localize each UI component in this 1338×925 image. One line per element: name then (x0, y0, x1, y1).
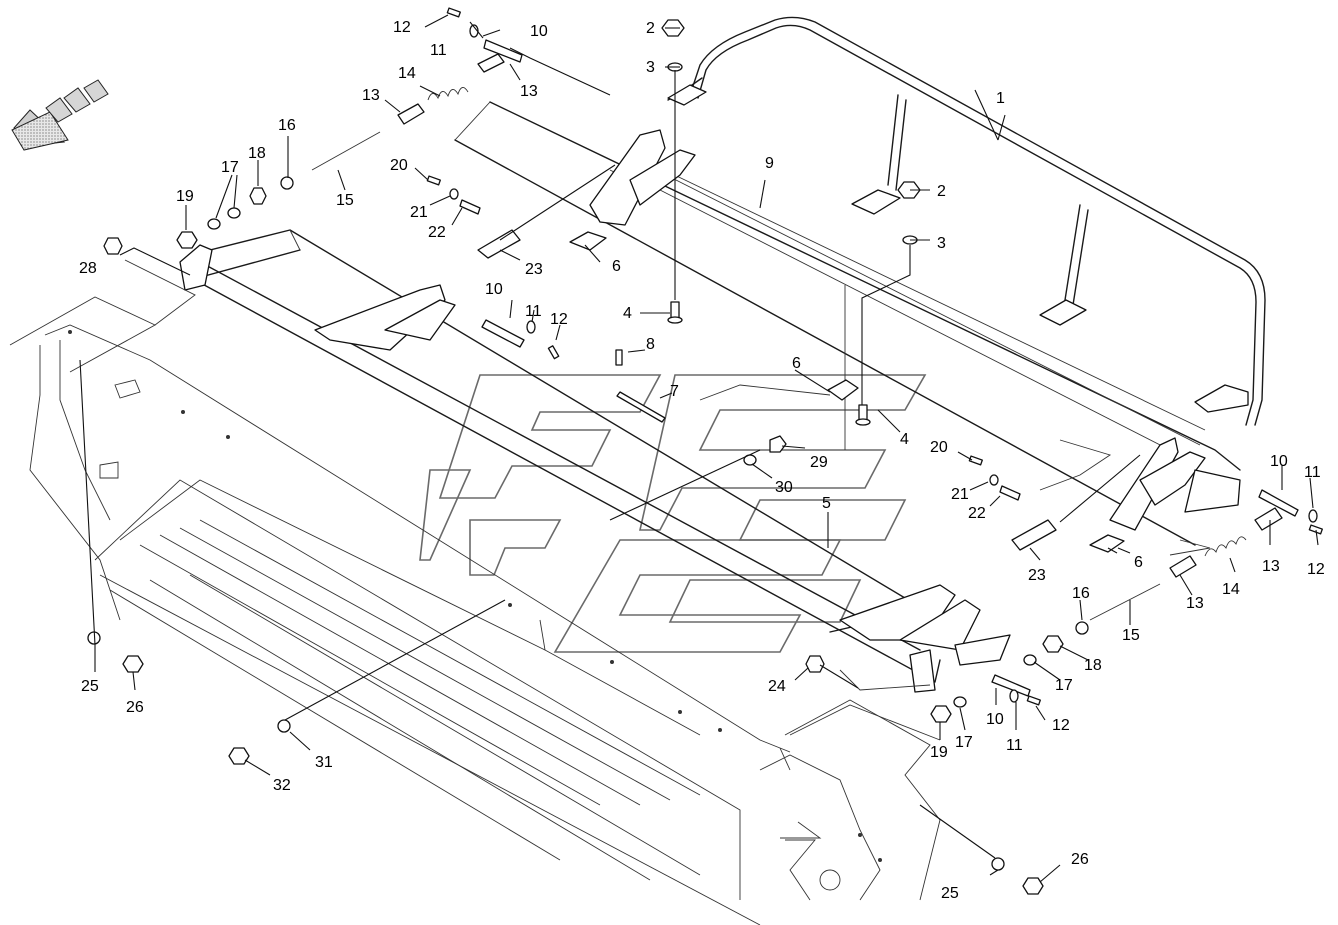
callout-13: 13 (362, 87, 380, 104)
callout-23: 23 (1028, 567, 1046, 584)
callout-12: 12 (1052, 717, 1070, 734)
guard-rail (667, 16, 1266, 426)
callout-6: 6 (1134, 554, 1143, 571)
callout-10: 10 (1270, 453, 1288, 470)
callout-26: 26 (1071, 851, 1089, 868)
callout-labels: 1 2 2 3 3 4 4 5 6 6 6 7 8 9 10 10 10 10 … (79, 19, 1325, 902)
lower-plate-outlines (124, 259, 1211, 741)
callout-14: 14 (398, 65, 416, 82)
callout-12: 12 (393, 19, 411, 36)
callout-3: 3 (937, 235, 946, 252)
callout-11: 11 (1006, 737, 1023, 754)
callout-13: 13 (520, 83, 538, 100)
callout-12: 12 (550, 311, 568, 328)
callout-9: 9 (765, 155, 774, 172)
callout-25: 25 (81, 678, 99, 695)
callout-2: 2 (646, 20, 655, 37)
callout-31: 31 (315, 754, 333, 771)
callout-20: 20 (390, 157, 408, 174)
callout-1: 1 (996, 90, 1005, 107)
callout-30: 30 (775, 479, 793, 496)
callout-24: 24 (768, 678, 786, 695)
callout-17: 17 (221, 159, 239, 176)
callout-2: 2 (937, 183, 946, 200)
callout-10: 10 (530, 23, 548, 40)
callout-29: 29 (810, 454, 828, 471)
header-body (9, 296, 941, 925)
callout-20: 20 (930, 439, 948, 456)
callout-19: 19 (930, 744, 948, 761)
left-arm-brackets (314, 129, 1241, 666)
upper-beam (454, 101, 1241, 546)
callout-10: 10 (986, 711, 1004, 728)
leader-lines (79, 14, 1319, 883)
callout-13: 13 (1186, 595, 1204, 612)
callout-11: 11 (430, 42, 447, 59)
callout-7: 7 (670, 383, 679, 400)
callout-13: 13 (1262, 558, 1280, 575)
callout-21: 21 (410, 204, 428, 221)
callout-11: 11 (1304, 464, 1321, 481)
mounting-plates (569, 231, 1125, 553)
callout-3: 3 (646, 59, 655, 76)
callout-21: 21 (951, 486, 969, 503)
callout-4: 4 (900, 431, 909, 448)
callout-15: 15 (1122, 627, 1140, 644)
hardware (87, 7, 1323, 895)
callout-6: 6 (612, 258, 621, 275)
callout-11: 11 (525, 303, 542, 320)
callout-10: 10 (485, 281, 503, 298)
callout-17: 17 (955, 734, 973, 751)
callout-14: 14 (1222, 581, 1240, 598)
pins-springs (311, 39, 1299, 697)
callout-19: 19 (176, 188, 194, 205)
callout-25: 25 (941, 885, 959, 902)
callout-8: 8 (646, 336, 655, 353)
watermark-logo (419, 374, 927, 653)
callout-15: 15 (336, 192, 354, 209)
callout-17: 17 (1055, 677, 1073, 694)
callout-22: 22 (428, 224, 446, 241)
callout-28: 28 (79, 260, 97, 277)
callout-6: 6 (792, 355, 801, 372)
callout-16: 16 (1072, 585, 1090, 602)
callout-12: 12 (1307, 561, 1325, 578)
direction-arrow-icon (11, 79, 109, 151)
callout-4: 4 (623, 305, 632, 322)
callout-18: 18 (248, 145, 266, 162)
callout-5: 5 (822, 495, 831, 512)
rod-and-pin (615, 349, 666, 423)
callout-16: 16 (278, 117, 296, 134)
callout-23: 23 (525, 261, 543, 278)
callout-32: 32 (273, 777, 291, 794)
callout-22: 22 (968, 505, 986, 522)
callout-18: 18 (1084, 657, 1102, 674)
callout-26: 26 (126, 699, 144, 716)
